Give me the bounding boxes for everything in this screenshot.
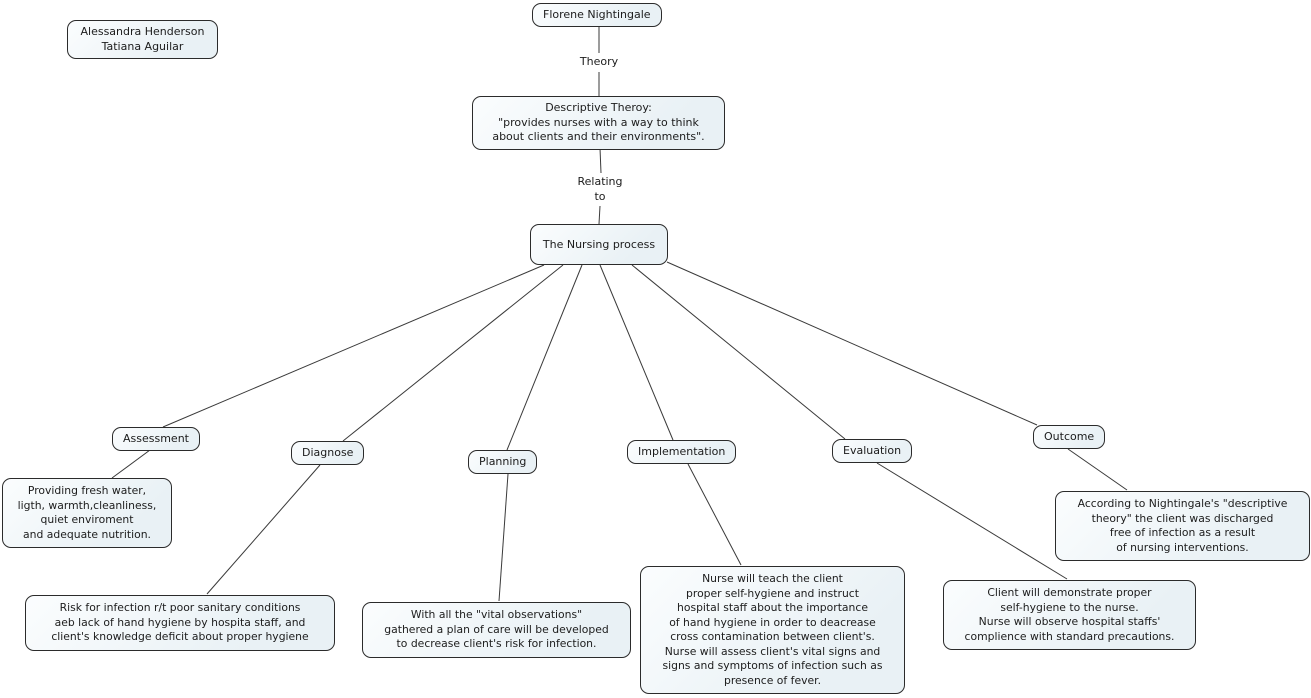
concept-diagnose[interactable]: Diagnose xyxy=(291,441,365,465)
concept-planning[interactable]: Planning xyxy=(468,450,538,474)
concept-assessment[interactable]: Assessment xyxy=(112,427,200,451)
connector-relating-process xyxy=(598,205,601,225)
connector-process-implementation xyxy=(599,264,674,441)
link-label-relating-to[interactable]: Relating to xyxy=(575,174,625,204)
connector-process-planning xyxy=(506,264,583,451)
connector-assessment-detail xyxy=(111,449,151,479)
concept-evaluation[interactable]: Evaluation xyxy=(832,439,913,463)
connector-outcome-detail xyxy=(1067,448,1128,491)
connector-descriptive-relating xyxy=(599,147,602,174)
detail-planning[interactable]: With all the "vital observations" gather… xyxy=(362,602,631,658)
connector-diagnose-detail xyxy=(206,464,321,595)
detail-assessment[interactable]: Providing fresh water, ligth, warmth,cle… xyxy=(2,478,172,548)
concept-outcome[interactable]: Outcome xyxy=(1033,425,1106,449)
detail-outcome[interactable]: According to Nightingale's "descriptive … xyxy=(1055,491,1310,561)
connector-process-diagnose xyxy=(342,264,564,442)
concept-nursing-process[interactable]: The Nursing process xyxy=(530,224,668,265)
connector-implementation-detail xyxy=(687,463,742,566)
connector-evaluation-detail xyxy=(876,462,1068,580)
detail-diagnose[interactable]: Risk for infection r/t poor sanitary con… xyxy=(25,595,335,651)
connector-process-outcome xyxy=(666,261,1038,426)
link-label-theory[interactable]: Theory xyxy=(577,54,621,69)
detail-implementation[interactable]: Nurse will teach the client proper self-… xyxy=(640,566,905,694)
detail-evaluation[interactable]: Client will demonstrate proper self-hygi… xyxy=(943,580,1196,650)
concept-descriptive-theory[interactable]: Descriptive Theroy: "provides nurses wit… xyxy=(472,96,725,150)
concept-implementation[interactable]: Implementation xyxy=(627,440,737,464)
connector-planning-detail xyxy=(498,473,509,602)
authors-note-box[interactable]: Alessandra Henderson Tatiana Aguilar xyxy=(67,20,218,59)
connector-process-assessment xyxy=(162,264,545,428)
concept-florene-nightingale[interactable]: Florene Nightingale xyxy=(532,3,662,27)
connector-process-evaluation xyxy=(631,264,846,440)
